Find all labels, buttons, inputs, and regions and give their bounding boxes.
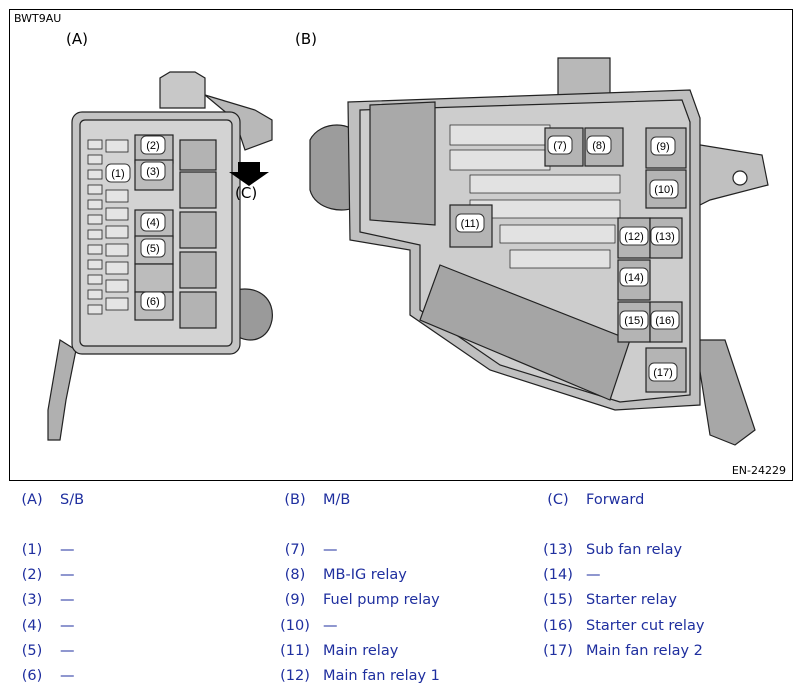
svg-text:(11): (11) xyxy=(461,218,480,230)
main-fuse-box xyxy=(309,57,769,446)
callout-5: (5) xyxy=(140,238,166,258)
diagram-figure: (1) (2) (3) (4) (5) (6) (7) (8) (9) (10)… xyxy=(9,9,793,481)
figure-code: EN-24229 xyxy=(731,464,786,477)
callout-7: (7) xyxy=(547,135,573,155)
panel-b-label: (B) xyxy=(295,30,317,48)
callout-3: (3) xyxy=(140,161,166,181)
svg-text:(10): (10) xyxy=(654,184,674,196)
callout-9: (9) xyxy=(650,136,676,156)
svg-text:(16): (16) xyxy=(655,315,675,327)
callout-6: (6) xyxy=(140,291,166,311)
callout-4: (4) xyxy=(140,212,166,232)
svg-text:(2): (2) xyxy=(146,140,159,152)
svg-text:(3): (3) xyxy=(146,166,159,178)
callout-8: (8) xyxy=(586,135,612,155)
figure-id: BWT9AU xyxy=(14,12,62,25)
svg-text:(15): (15) xyxy=(624,315,644,327)
svg-text:(5): (5) xyxy=(146,243,159,255)
callout-labels: (1) (2) (3) (4) (5) (6) (7) (8) (9) (10)… xyxy=(105,135,680,382)
callout-2: (2) xyxy=(140,135,166,155)
callout-16: (16) xyxy=(650,310,680,330)
svg-text:(4): (4) xyxy=(146,217,159,229)
callout-14: (14) xyxy=(619,267,649,287)
callout-15: (15) xyxy=(619,310,649,330)
callout-11: (11) xyxy=(455,213,485,233)
svg-text:(13): (13) xyxy=(655,231,675,243)
svg-text:(17): (17) xyxy=(653,367,673,379)
svg-text:(9): (9) xyxy=(656,141,669,153)
svg-text:(14): (14) xyxy=(624,272,644,284)
direction-label: (C) xyxy=(235,184,258,202)
svg-text:(1): (1) xyxy=(111,168,124,180)
callout-1: (1) xyxy=(105,163,131,183)
svg-text:(6): (6) xyxy=(146,296,159,308)
fuse-box-drawing: (1) (2) (3) (4) (5) (6) (7) (8) (9) (10)… xyxy=(47,57,769,446)
svg-text:(7): (7) xyxy=(553,140,566,152)
callout-12: (12) xyxy=(619,226,649,246)
svg-text:(8): (8) xyxy=(592,140,605,152)
callout-10: (10) xyxy=(649,179,679,199)
callout-13: (13) xyxy=(650,226,680,246)
forward-arrow xyxy=(229,162,269,186)
panel-a-label: (A) xyxy=(66,30,88,48)
svg-text:(12): (12) xyxy=(624,231,644,243)
callout-17: (17) xyxy=(648,362,678,382)
